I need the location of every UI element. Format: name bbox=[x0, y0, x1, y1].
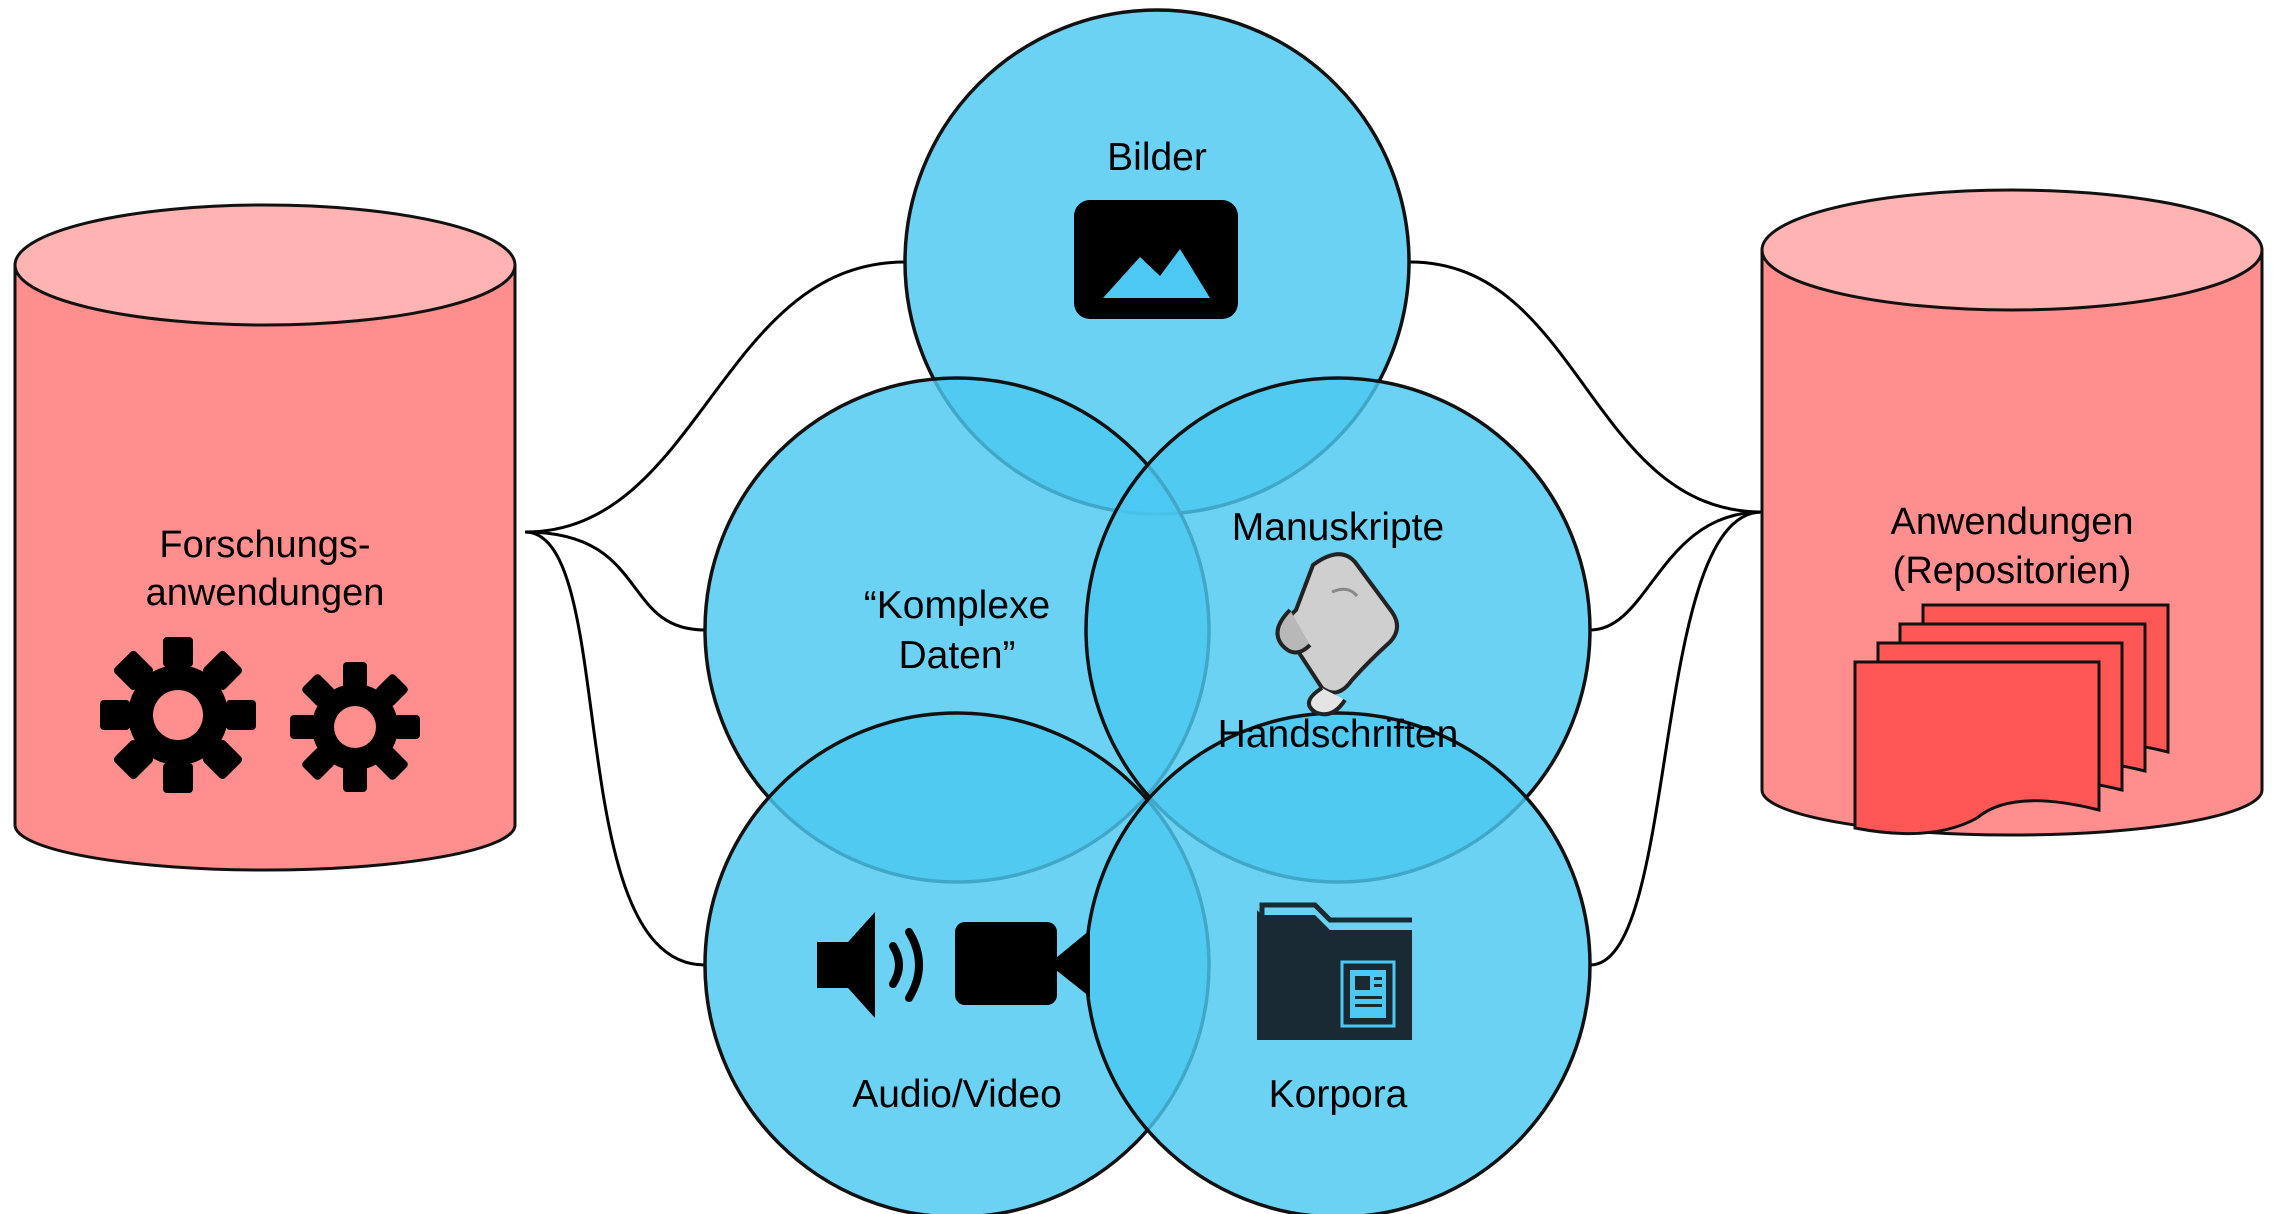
komplexe-daten-label-2: Daten” bbox=[898, 634, 1015, 677]
data-type-circles bbox=[703, 8, 1592, 1214]
right-store-label-2: (Repositorien) bbox=[1893, 550, 2132, 592]
connector-left-audio bbox=[524, 530, 706, 967]
komplexe-daten-label-1: “Komplexe bbox=[864, 584, 1050, 627]
korpora-label: Korpora bbox=[1269, 1073, 1408, 1116]
left-store-label-1: Forschungs- bbox=[159, 524, 370, 566]
left-cylinder-top bbox=[13, 203, 517, 327]
stacked-documents-icon bbox=[1853, 603, 2170, 836]
left-database-cylinder: Forschungs- anwendungen bbox=[13, 203, 517, 872]
video-camera-icon bbox=[955, 922, 1090, 1005]
manuskripte-label: Manuskripte bbox=[1232, 506, 1444, 549]
left-store-label-2: anwendungen bbox=[146, 572, 385, 614]
connector-right-manuskripte bbox=[1589, 510, 1763, 632]
right-cylinder-top bbox=[1760, 188, 2264, 312]
right-database-cylinder: Anwendungen (Repositorien) bbox=[1760, 188, 2264, 837]
connector-right-korpora bbox=[1589, 510, 1763, 967]
scroll-icon bbox=[1275, 552, 1399, 717]
right-store-label-1: Anwendungen bbox=[1891, 501, 2134, 543]
audio-video-label: Audio/Video bbox=[852, 1073, 1062, 1116]
handschriften-label: Handschriften bbox=[1218, 713, 1459, 756]
image-icon bbox=[1074, 200, 1238, 319]
gears-icon bbox=[100, 637, 420, 793]
left-cylinder-body bbox=[13, 263, 517, 872]
connector-left-komplexe bbox=[524, 530, 706, 632]
bilder-label: Bilder bbox=[1107, 136, 1207, 179]
connector-lines bbox=[524, 260, 1763, 967]
folder-document-icon bbox=[1257, 902, 1412, 1040]
connector-left-bilder bbox=[524, 260, 906, 534]
speaker-icon bbox=[817, 912, 923, 1018]
connector-right-bilder bbox=[1409, 260, 1763, 514]
gear-large-icon bbox=[100, 637, 256, 793]
gear-small-icon bbox=[290, 662, 420, 792]
